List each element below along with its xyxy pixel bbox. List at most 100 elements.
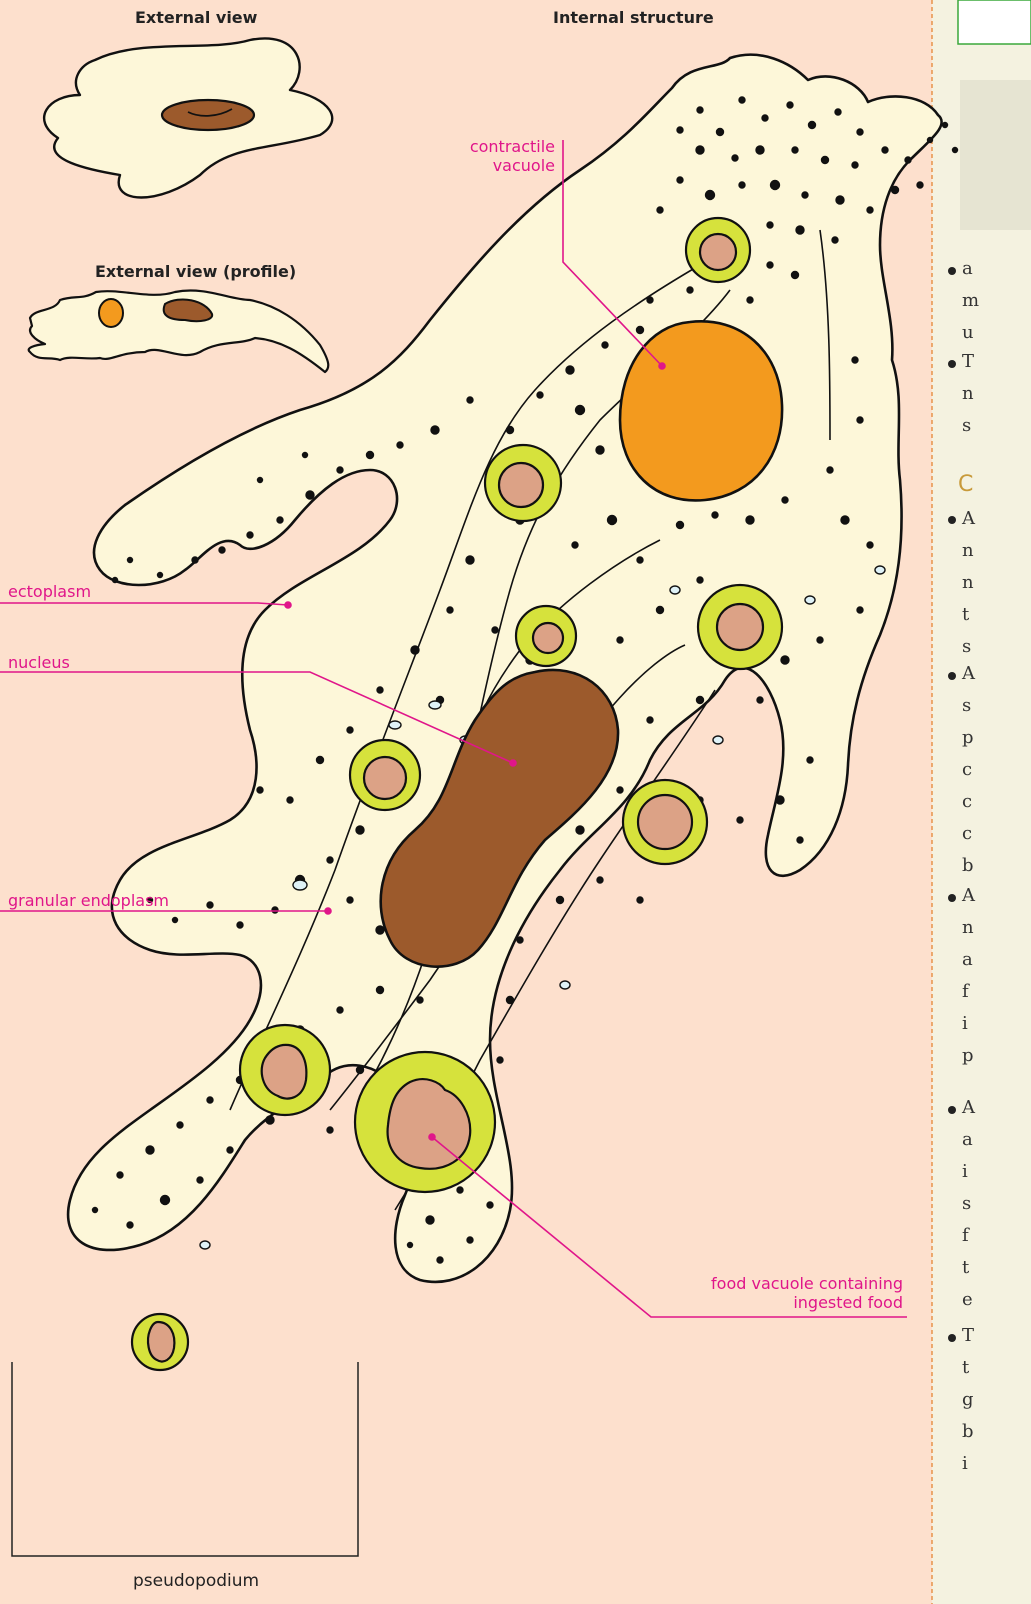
granule xyxy=(467,397,473,403)
vesicle xyxy=(713,736,723,744)
granule xyxy=(943,123,948,128)
side-panel-letter: c xyxy=(962,823,972,844)
granule xyxy=(457,1187,463,1193)
side-panel-letter: T xyxy=(962,351,974,372)
granule xyxy=(158,573,163,578)
granule xyxy=(697,577,703,583)
bullet xyxy=(948,1334,956,1342)
granule xyxy=(953,148,958,153)
granule xyxy=(776,796,784,804)
granule xyxy=(767,262,773,268)
side-panel-letter: T xyxy=(962,1325,974,1346)
vesicle xyxy=(389,721,401,729)
nucleus-label: nucleus xyxy=(8,653,70,672)
side-panel-letter: a xyxy=(962,258,973,279)
granule xyxy=(697,697,704,704)
granule xyxy=(796,226,804,234)
side-panel-background xyxy=(932,0,1031,1604)
bullet xyxy=(948,360,956,368)
vesicle xyxy=(293,880,307,890)
granule xyxy=(822,157,829,164)
side-panel-letter: s xyxy=(962,1193,971,1214)
side-panel-letter: f xyxy=(962,1225,969,1246)
granule xyxy=(852,357,858,363)
food-vacuole xyxy=(132,1314,188,1370)
granule xyxy=(219,547,225,553)
granule xyxy=(497,1057,503,1063)
ectoplasm-pointer-line xyxy=(0,603,288,605)
granule xyxy=(327,1127,333,1133)
food-vacuole-pointer-dot xyxy=(429,1134,435,1140)
vesicle xyxy=(200,1241,210,1249)
granule xyxy=(337,467,343,473)
side-panel-letter: u xyxy=(962,322,974,343)
granule xyxy=(507,427,514,434)
granule xyxy=(928,138,933,143)
granule xyxy=(835,109,841,115)
side-panel-letter: a xyxy=(962,1129,973,1150)
granule xyxy=(867,542,873,548)
granule xyxy=(417,997,423,1003)
granule xyxy=(128,558,133,563)
granule xyxy=(809,122,816,129)
granule xyxy=(832,237,838,243)
amoeba-body xyxy=(68,55,942,1282)
granule xyxy=(617,637,623,643)
granule xyxy=(852,162,858,168)
granule xyxy=(596,446,604,454)
food-vacuole-core xyxy=(717,604,763,650)
granule xyxy=(637,897,643,903)
granule xyxy=(177,1122,183,1128)
granule xyxy=(697,107,703,113)
granule xyxy=(572,542,578,548)
granule xyxy=(566,366,574,374)
granule xyxy=(787,102,793,108)
granule xyxy=(637,557,643,563)
side-panel-letter: n xyxy=(962,917,974,938)
granule xyxy=(717,129,724,136)
side-panel-letter: A xyxy=(962,508,975,529)
side-panel-letter: n xyxy=(962,572,974,593)
food-vacuole xyxy=(485,445,561,521)
side-panel-letter: g xyxy=(962,1389,974,1410)
granule xyxy=(377,987,384,994)
food-vacuole xyxy=(623,780,707,864)
granule xyxy=(917,182,923,188)
side-panel-letter: b xyxy=(962,1421,974,1442)
granule xyxy=(161,1196,170,1205)
granule xyxy=(237,922,243,928)
granule xyxy=(892,187,899,194)
side-panel-letter: b xyxy=(962,855,974,876)
granule xyxy=(347,897,353,903)
granule xyxy=(426,1216,434,1224)
side-panel-letter: t xyxy=(962,1357,969,1378)
granule xyxy=(867,207,873,213)
granule xyxy=(376,926,384,934)
vesicle xyxy=(875,566,885,574)
external-view-caption: External view xyxy=(135,8,257,27)
side-panel-box xyxy=(958,0,1031,44)
granule xyxy=(266,1116,274,1124)
granule xyxy=(762,115,768,121)
granule xyxy=(337,1007,343,1013)
granule xyxy=(113,578,118,583)
food-vacuole-core xyxy=(638,795,692,849)
internal-structure-caption: Internal structure xyxy=(553,8,714,27)
granule xyxy=(257,787,263,793)
side-panel-letter: m xyxy=(962,290,979,311)
granule xyxy=(827,467,833,473)
granule xyxy=(677,127,683,133)
granule xyxy=(657,207,663,213)
granule xyxy=(687,287,693,293)
vesicle xyxy=(429,701,441,709)
granule xyxy=(377,687,383,693)
side-panel-letter: A xyxy=(962,1097,975,1118)
side-panel xyxy=(932,0,1031,1604)
food-vacuole-core xyxy=(262,1045,307,1099)
granule xyxy=(677,177,683,183)
side-panel-letter: t xyxy=(962,604,969,625)
food-vacuole-core xyxy=(533,623,563,653)
side-panel-shaded-band xyxy=(960,80,1031,230)
granule xyxy=(127,1222,133,1228)
